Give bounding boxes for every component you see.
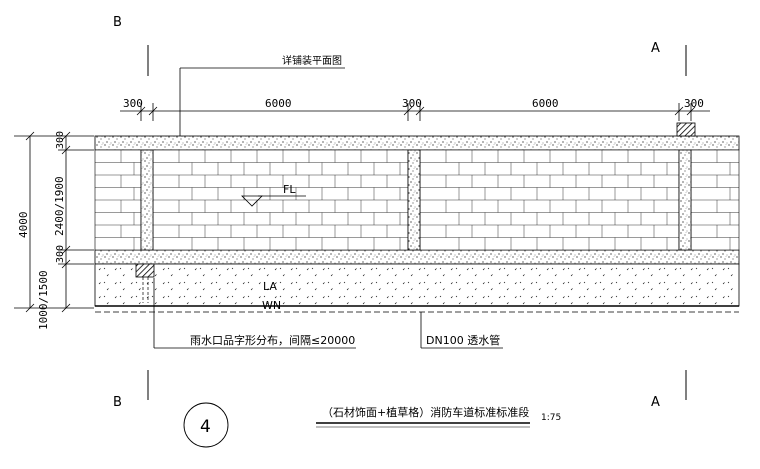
drain-inlet-top <box>676 122 696 137</box>
section-marks: B A B A <box>113 15 687 410</box>
fl-level-mark: FL <box>241 183 306 207</box>
top-dim-6000-left: 6000 <box>265 97 292 110</box>
top-dim-300-mid: 300 <box>402 97 422 110</box>
left-dim-total: 4000 <box>17 212 30 239</box>
section-mark-b-top: B <box>113 15 122 30</box>
left-dim-ticks <box>14 131 94 313</box>
top-dim-6000-right: 6000 <box>532 97 559 110</box>
gravel-divider-left <box>140 149 154 251</box>
drain-inlet-bottom <box>135 263 155 278</box>
paving-plan: FL LA WN <box>94 122 740 313</box>
grass-grid-band <box>94 263 740 307</box>
section-mark-b-bottom: B <box>113 395 122 410</box>
drawing-title: 4 （石材饰面+植草格）消防车道标准标准段 1:75 <box>183 402 561 448</box>
left-dimensions: 4000 300 2400/1900 300 1000/1500 <box>14 131 94 330</box>
drawing-number-circle <box>183 402 229 448</box>
stone-paving-grid <box>94 149 740 251</box>
plan-reference-label: 详铺装平面图 <box>282 54 342 67</box>
drawing-scale: 1:75 <box>541 413 561 423</box>
drawing-number: 4 <box>200 417 211 437</box>
fl-label: FL <box>283 183 296 196</box>
top-dim-300-left: 300 <box>123 97 143 110</box>
wn-label: WN <box>262 299 281 312</box>
pipe-note-label: DN100 透水管 <box>426 333 500 347</box>
top-dimensions: 300 6000 300 6000 300 <box>120 97 710 121</box>
left-dim-1000-1500: 1000/1500 <box>37 270 50 330</box>
left-dim-300-top: 300 <box>55 131 66 149</box>
gravel-divider-right <box>678 149 692 251</box>
drain-note-label: 雨水口品字形分布，间隔≤20000 <box>190 333 355 347</box>
left-dim-300-bottom: 300 <box>55 245 66 263</box>
section-mark-a-top: A <box>651 41 660 56</box>
la-label: LA <box>263 280 277 293</box>
gravel-divider-mid <box>407 149 421 251</box>
section-mark-a-bottom: A <box>651 395 660 410</box>
top-dim-ticks <box>136 103 696 121</box>
drawing-title-text: （石材饰面+植草格）消防车道标准标准段 <box>322 405 529 419</box>
top-dim-300-right: 300 <box>684 97 704 110</box>
left-dim-2400-1900: 2400/1900 <box>53 176 66 236</box>
gravel-band-top <box>94 135 740 151</box>
gravel-band-bottom <box>94 249 740 265</box>
bottom-callouts: 雨水口品字形分布，间隔≤20000 DN100 透水管 <box>153 278 503 349</box>
